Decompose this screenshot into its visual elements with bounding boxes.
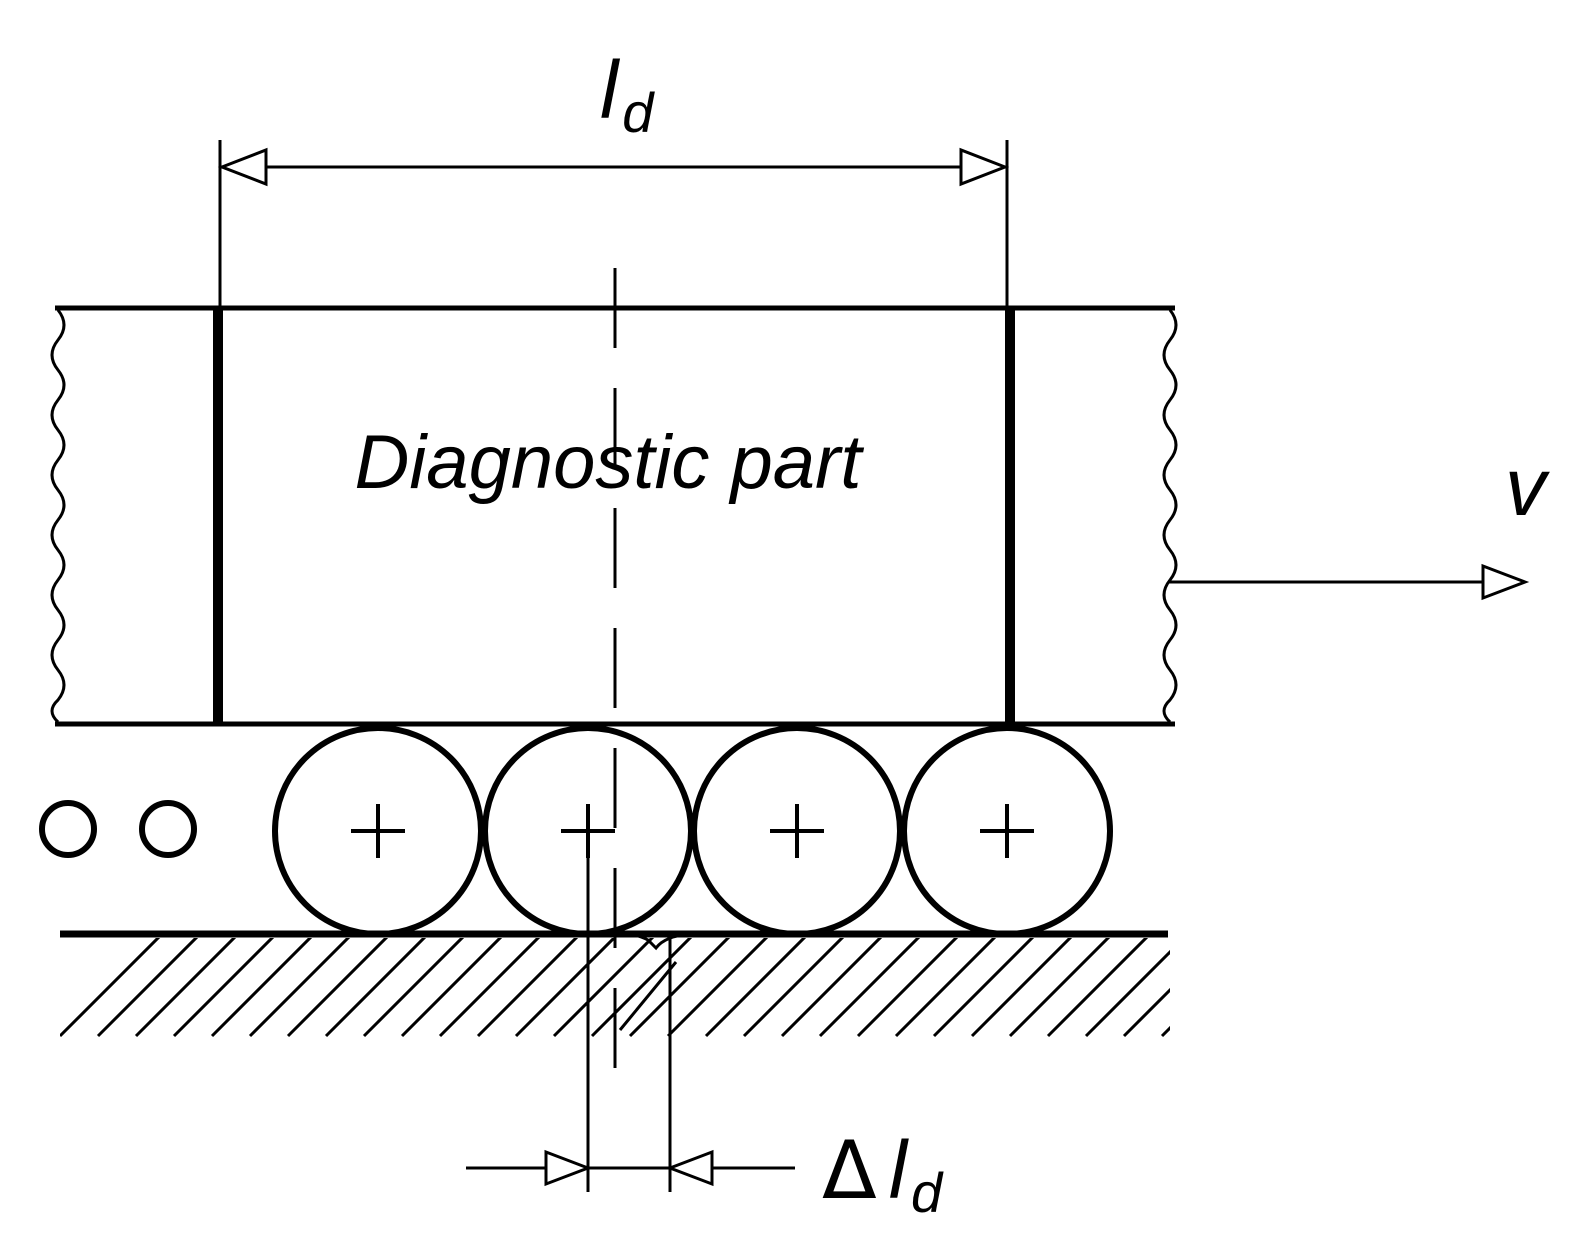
delta-arrow-right-head [665, 1149, 714, 1187]
hatch-line [362, 938, 465, 1038]
hatch-line [1046, 938, 1149, 1038]
roller [901, 725, 1113, 937]
hatch-line [1008, 938, 1111, 1038]
hatch-line [970, 938, 1073, 1038]
slip-contact-mark [589, 931, 691, 951]
hatch-line [894, 938, 997, 1038]
delta-slip-line [618, 961, 678, 1031]
small-circles [39, 800, 197, 858]
hatch-line [286, 938, 389, 1038]
velocity-arrow-head [1481, 563, 1530, 601]
hatch-line [704, 938, 807, 1038]
hatch-line [552, 938, 655, 1038]
small-circle [139, 800, 197, 858]
hatch-line [172, 938, 275, 1038]
hatch-line [476, 938, 579, 1038]
hatch-line [1084, 949, 1170, 1038]
rollers [272, 725, 1113, 937]
delta-arrow-left-head [544, 1149, 593, 1187]
velocity-arrow: v [1168, 442, 1550, 601]
hatch-line [590, 938, 693, 1038]
roller [691, 725, 903, 937]
hatch-line [210, 938, 313, 1038]
hatch-line [628, 938, 731, 1038]
length-label: ld [600, 45, 655, 144]
hatch-line [514, 938, 617, 1038]
hatch-line [1160, 1025, 1170, 1038]
ground-hatching [60, 936, 1300, 1038]
hatch-line [400, 938, 503, 1038]
hatch-line [1122, 987, 1170, 1038]
hatch-line [324, 938, 427, 1038]
strip: Diagnostic part [50, 305, 1178, 727]
ground [60, 930, 1300, 1038]
hatch-line [856, 938, 959, 1038]
hatch-line [1200, 936, 1300, 1036]
strip-break-left [50, 309, 66, 724]
small-circle [39, 800, 97, 858]
hatch-line [60, 938, 161, 1038]
strip-break-right [1162, 309, 1178, 724]
hatch-line [134, 938, 237, 1038]
hatch-line [780, 938, 883, 1038]
dimension-arrow-right [959, 147, 1010, 187]
hatch-line [248, 938, 351, 1038]
velocity-label: v [1505, 442, 1550, 533]
diagnostic-part-label: Diagnostic part [355, 420, 865, 505]
hatch-line [96, 938, 199, 1038]
hatch-line [818, 938, 921, 1038]
dimension-arrow-left [217, 147, 268, 187]
hatch-line [438, 938, 541, 1038]
length-dimension: ld [217, 45, 1010, 308]
roller [272, 725, 484, 937]
hatch-line [666, 938, 769, 1038]
hatch-line [932, 938, 1035, 1038]
hatch-line [742, 938, 845, 1038]
